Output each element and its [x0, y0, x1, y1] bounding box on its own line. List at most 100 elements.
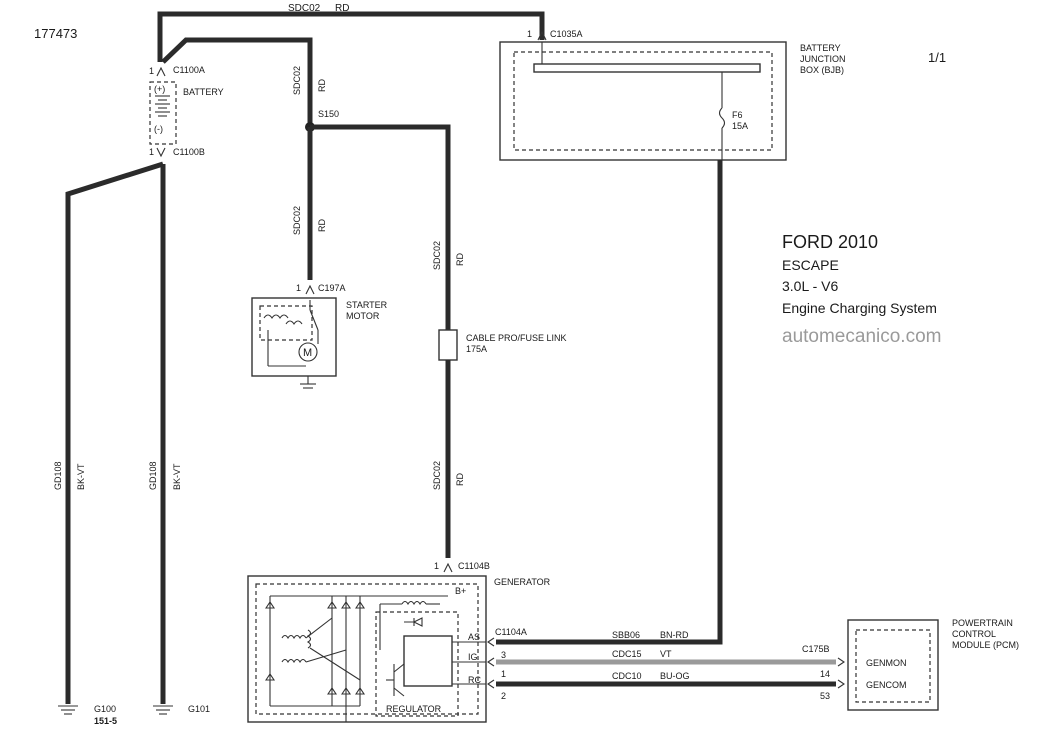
generator-bplus: B+	[455, 586, 466, 596]
battery-pin-bottom: 1	[149, 147, 154, 157]
starter-label-1: STARTER	[346, 300, 388, 310]
connector-arrow-icon	[443, 562, 453, 573]
bjb-busbar	[533, 63, 761, 73]
bjb-label-1: BATTERY	[800, 43, 841, 53]
g100-wire-color: BK-VT	[76, 463, 86, 490]
g100-sublabel: 151-5	[94, 716, 117, 726]
wire-battery-to-splice	[161, 37, 313, 126]
fuselink-wire-bottom-color: RD	[455, 473, 465, 486]
wire-splice-to-fuselink	[310, 124, 451, 330]
generator-pin-rc: 2	[501, 691, 506, 701]
connector-arrow-icon	[487, 637, 495, 647]
bjb-label-2: JUNCTION	[800, 54, 846, 64]
page-number: 1/1	[928, 50, 946, 65]
signal-wire-ig-color: VT	[660, 649, 672, 659]
starter-solenoid-icon	[259, 300, 319, 367]
g101-wire-circuit: GD108	[148, 461, 158, 490]
title-engine: 3.0L - V6	[782, 278, 839, 294]
generator-pin-as: 3	[501, 650, 506, 660]
signal-wire-rc-circuit: CDC10	[612, 671, 642, 681]
bjb-label-3: BOX (BJB)	[800, 65, 844, 75]
fuse-f6-icon	[718, 107, 726, 129]
battery-minus: (-)	[154, 124, 163, 134]
battery-pin-top: 1	[149, 66, 154, 76]
starter-wire-color: RD	[317, 219, 327, 232]
title-make-year: FORD 2010	[782, 232, 878, 252]
signal-wire-ig-circuit: CDC15	[612, 649, 642, 659]
title-system: Engine Charging System	[782, 300, 937, 316]
generator-pin-ig: 1	[501, 669, 506, 679]
pcm-inner	[855, 629, 931, 703]
battery-connector-bottom: C1100B	[173, 147, 205, 157]
regulator-label: REGULATOR	[386, 704, 442, 714]
regulator-chip	[403, 635, 453, 687]
terminal-rc: RC	[468, 675, 481, 685]
pcm-pin-gencom: 53	[820, 691, 830, 701]
generator-bplus-pin: 1	[434, 561, 439, 571]
generator-inner	[255, 583, 479, 715]
starter-motor-box	[251, 297, 337, 377]
bjb-box	[499, 41, 787, 161]
splice-wire-circuit: SDC02	[292, 66, 302, 95]
connector-arrow-icon	[837, 679, 845, 689]
pcm-box	[847, 619, 939, 711]
connector-arrow-icon	[837, 657, 845, 667]
starter-connector: C197A	[318, 283, 346, 293]
pcm-label-1: POWERTRAIN	[952, 618, 1013, 628]
rectifier-diodes-icon	[264, 595, 448, 722]
motor-icon: M	[298, 342, 318, 362]
watermark: automecanico.com	[782, 326, 941, 347]
bjb-connector: C1035A	[550, 29, 583, 39]
bjb-fuse-label: F6	[732, 110, 743, 120]
battery-connector-top: C1100A	[173, 65, 205, 75]
wire-battery-to-bjb	[157, 11, 545, 62]
signal-wire-rc-color: BU-OG	[660, 671, 690, 681]
splice-wire-color: RD	[317, 79, 327, 92]
pcm-label-2: CONTROL	[952, 629, 996, 639]
generator-bplus-connector: C1104B	[458, 561, 490, 571]
pcm-gencom: GENCOM	[866, 680, 907, 690]
fuse-link-rating: 175A	[466, 344, 487, 354]
transistor-icon	[386, 663, 405, 697]
ground-icon	[153, 705, 173, 715]
generator-signal-connector: C1104A	[495, 627, 527, 637]
starter-label-2: MOTOR	[346, 311, 380, 321]
regulator-dashed-box	[375, 611, 459, 717]
connector-arrow-icon	[537, 30, 547, 41]
starter-wire-circuit: SDC02	[292, 206, 302, 235]
signal-wire-as-color: BN-RD	[660, 630, 689, 640]
top-wire-color: RD	[335, 3, 349, 14]
fuse-link-symbol	[438, 329, 458, 361]
top-wire-circuit: SDC02	[288, 3, 321, 14]
battery-plus: (+)	[154, 84, 165, 94]
fuselink-wire-top-circuit: SDC02	[432, 241, 442, 270]
wire-bjb-to-generator-as	[496, 160, 723, 645]
svg-text:M: M	[303, 347, 312, 359]
fuse-link-label: CABLE PRO/FUSE LINK	[466, 333, 567, 343]
title-model: ESCAPE	[782, 257, 839, 273]
connector-arrow-icon	[487, 657, 495, 667]
pcm-pin-genmon: 14	[820, 669, 830, 679]
ground-icon	[58, 705, 78, 715]
terminal-as: AS	[468, 632, 480, 642]
bjb-pin: 1	[527, 29, 532, 39]
bjb-inner	[513, 51, 773, 151]
starter-pin: 1	[296, 283, 301, 293]
connector-arrow-icon	[156, 147, 166, 158]
reference-number: 177473	[34, 26, 77, 41]
pcm-label-3: MODULE (PCM)	[952, 640, 1019, 650]
ground-icon	[300, 376, 316, 389]
connector-arrow-icon	[156, 66, 166, 77]
signal-wire-as-circuit: SBB06	[612, 630, 640, 640]
fuselink-wire-top-color: RD	[455, 253, 465, 266]
g101-wire-color: BK-VT	[172, 463, 182, 490]
connector-arrow-icon	[487, 679, 495, 689]
stator-windings-icon	[281, 617, 361, 681]
regulator-diode-icon	[404, 617, 423, 627]
connector-arrow-icon	[305, 284, 315, 295]
g101-label: G101	[188, 704, 210, 714]
generator-label: GENERATOR	[494, 577, 551, 587]
g100-label: G100	[94, 704, 116, 714]
pcm-connector: C175B	[802, 644, 830, 654]
